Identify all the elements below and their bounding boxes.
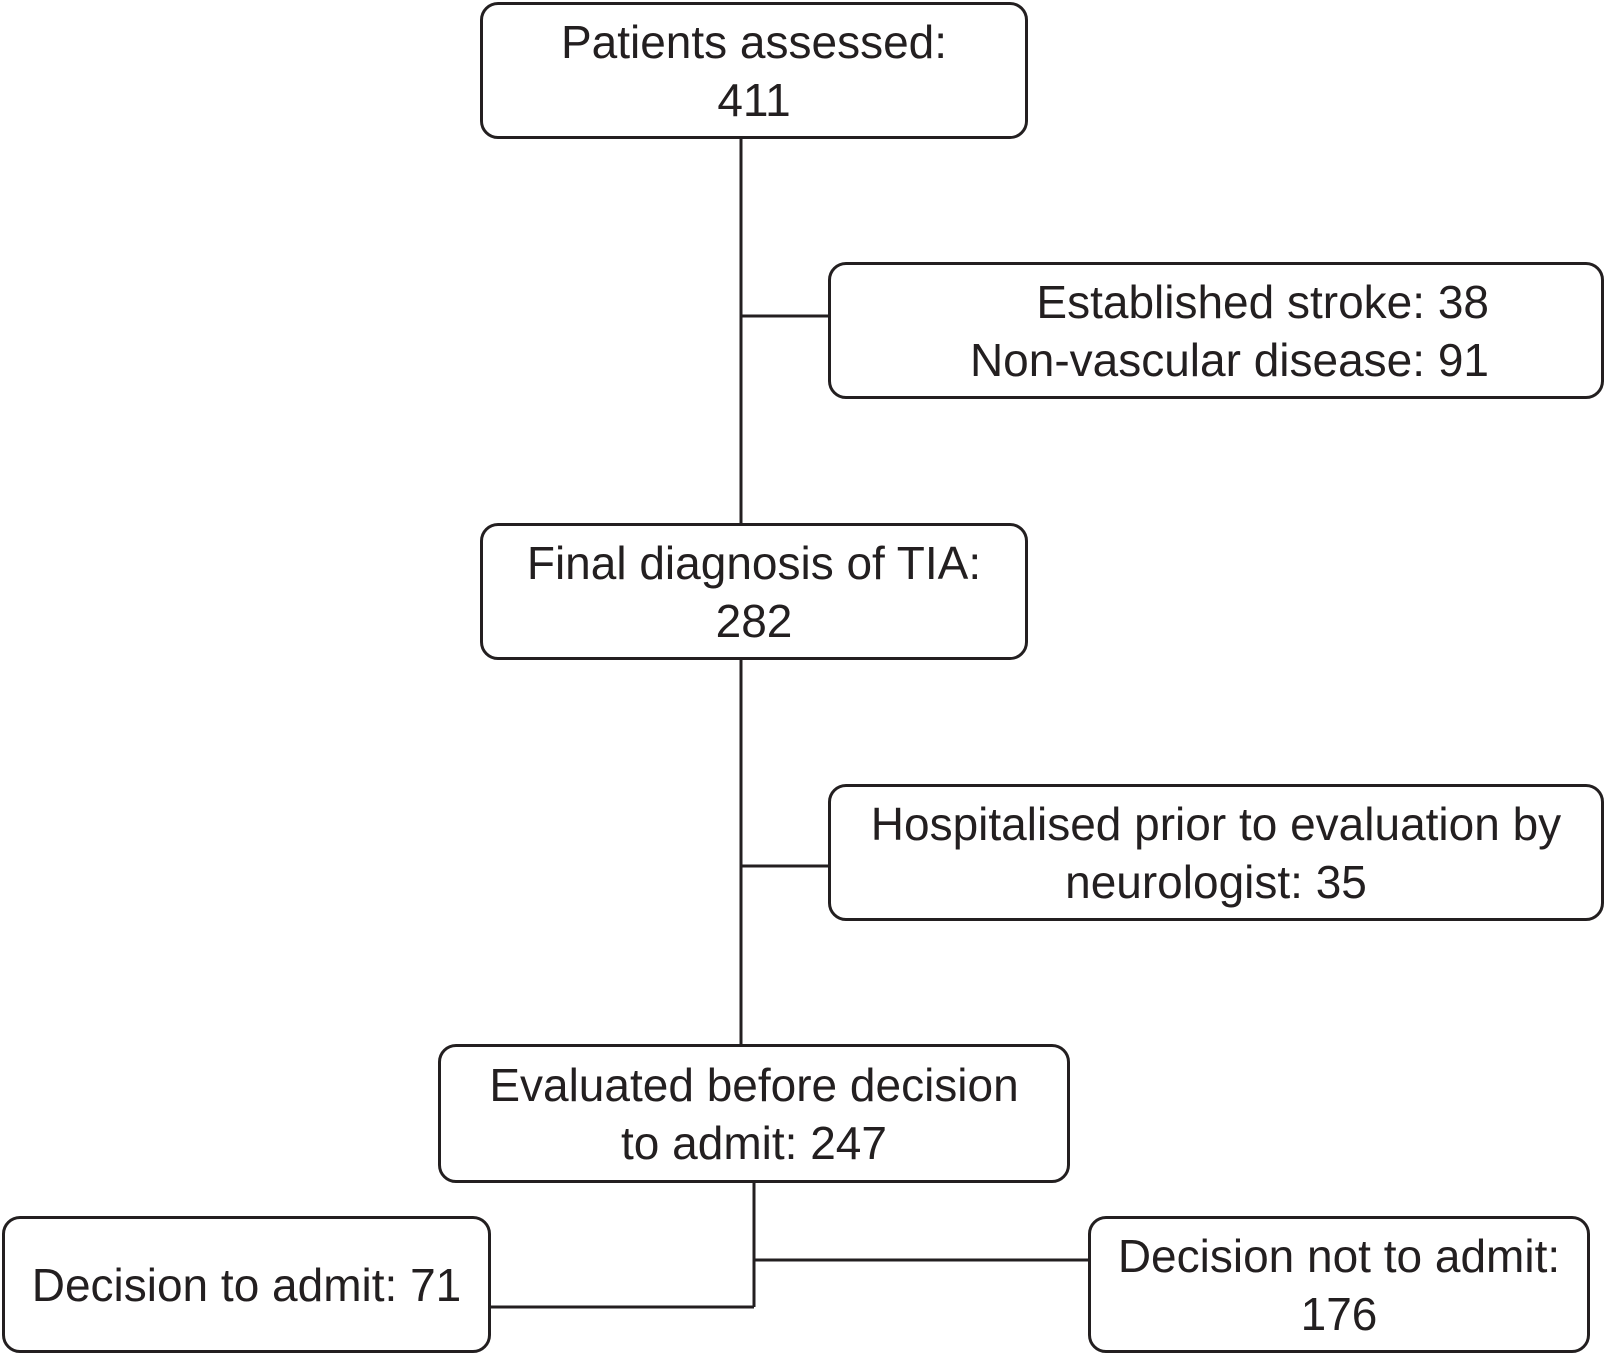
non-vascular-disease-text: Non-vascular disease: 91 (969, 333, 1489, 386)
established-stroke-text: Established stroke: 38 (1036, 275, 1489, 328)
evaluated-line-1: Evaluated before decision (489, 1058, 1019, 1111)
final-diagnosis-box: Final diagnosis of TIA: 282 (480, 523, 1028, 660)
hospitalised-line-1: Hospitalised prior to evaluation by (870, 797, 1562, 850)
hospitalised-line-2: neurologist: 35 (1065, 855, 1367, 908)
evaluated-line-2: to admit: 247 (621, 1116, 887, 1169)
excluded-box: Established stroke: 38 Non-vascular dise… (828, 262, 1604, 399)
decision-to-admit-box: Decision to admit: 71 (2, 1216, 491, 1353)
decision-to-admit-text: Decision to admit: 71 (31, 1258, 462, 1311)
final-diagnosis-label: Final diagnosis of TIA: (526, 536, 982, 589)
patients-assessed-box: Patients assessed: 411 (480, 2, 1028, 139)
patients-assessed-count: 411 (717, 73, 791, 126)
patients-assessed-label: Patients assessed: (560, 15, 948, 68)
decision-not-to-admit-box: Decision not to admit: 176 (1088, 1216, 1590, 1353)
decision-not-to-admit-count: 176 (1300, 1287, 1378, 1340)
decision-not-to-admit-label: Decision not to admit: (1117, 1229, 1561, 1282)
final-diagnosis-count: 282 (715, 594, 793, 647)
hospitalised-box: Hospitalised prior to evaluation by neur… (828, 784, 1604, 921)
evaluated-box: Evaluated before decision to admit: 247 (438, 1044, 1070, 1183)
